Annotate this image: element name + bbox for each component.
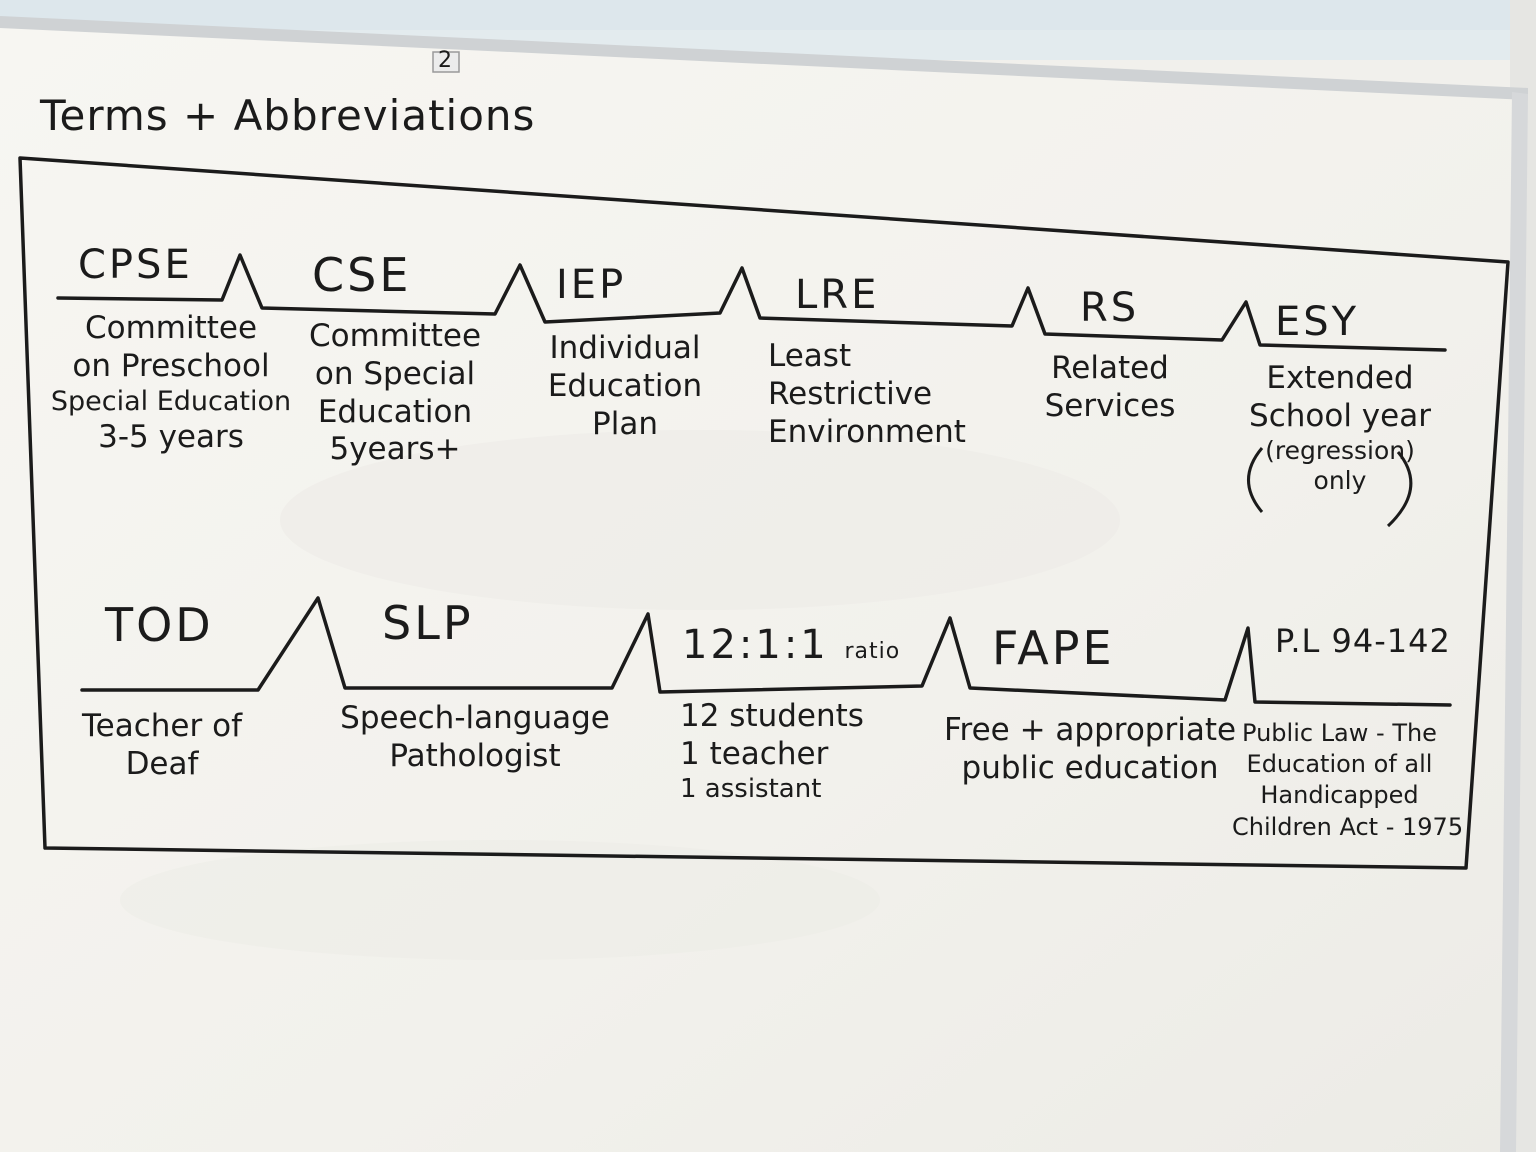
abbr-tod: TOD xyxy=(105,598,214,652)
abbr-pl: P.L 94-142 xyxy=(1275,622,1451,660)
definition-rs: Related Services xyxy=(1044,350,1176,424)
row1-separator-line xyxy=(56,253,1447,352)
definition-slp: Speech-language Pathologist xyxy=(340,700,610,774)
whiteboard-frame-top xyxy=(0,16,1528,100)
board-title: Terms + Abbreviations xyxy=(40,91,536,140)
definition-esy: Extended School year (regression) only xyxy=(1249,360,1431,496)
abbr-esy: ESY xyxy=(1275,299,1360,345)
definition-fape: Free + appropriate public education xyxy=(943,712,1237,786)
abbr-ratio: 12:1:1 ratio xyxy=(682,625,900,665)
definition-iep: Individual Education Plan xyxy=(547,330,703,442)
abbr-slp: SLP xyxy=(382,596,474,650)
drawn-border xyxy=(18,156,1510,870)
right-parenthesis xyxy=(1386,451,1413,528)
abbr-rs: RS xyxy=(1080,285,1140,331)
left-parenthesis xyxy=(1247,447,1264,513)
definition-lre: Least Restrictive Environment xyxy=(768,338,966,450)
definition-pl: Public Law - The Education of all Handic… xyxy=(1232,719,1464,841)
abbr-cpse: CPSE xyxy=(78,242,193,288)
ratio-suffix: ratio xyxy=(844,639,901,664)
definition-cse: Committee on Special Education 5years+ xyxy=(308,318,482,468)
corner-mark: 2 xyxy=(438,48,452,73)
abbr-fape: FAPE xyxy=(992,621,1115,675)
row2-separator-line xyxy=(80,596,1452,707)
abbr-iep: IEP xyxy=(556,262,627,308)
magnet xyxy=(432,51,460,73)
definition-ratio: 12 students 1 teacher 1 assistant xyxy=(680,698,864,804)
definition-cpse: Committee on Preschool Special Education… xyxy=(50,310,292,455)
ratio-value: 12:1:1 xyxy=(682,622,829,668)
whiteboard-frame-right xyxy=(1500,92,1528,1152)
abbr-cse: CSE xyxy=(312,248,412,302)
abbr-lre: LRE xyxy=(795,272,880,318)
definition-tod: Teacher of Deaf xyxy=(82,708,242,782)
